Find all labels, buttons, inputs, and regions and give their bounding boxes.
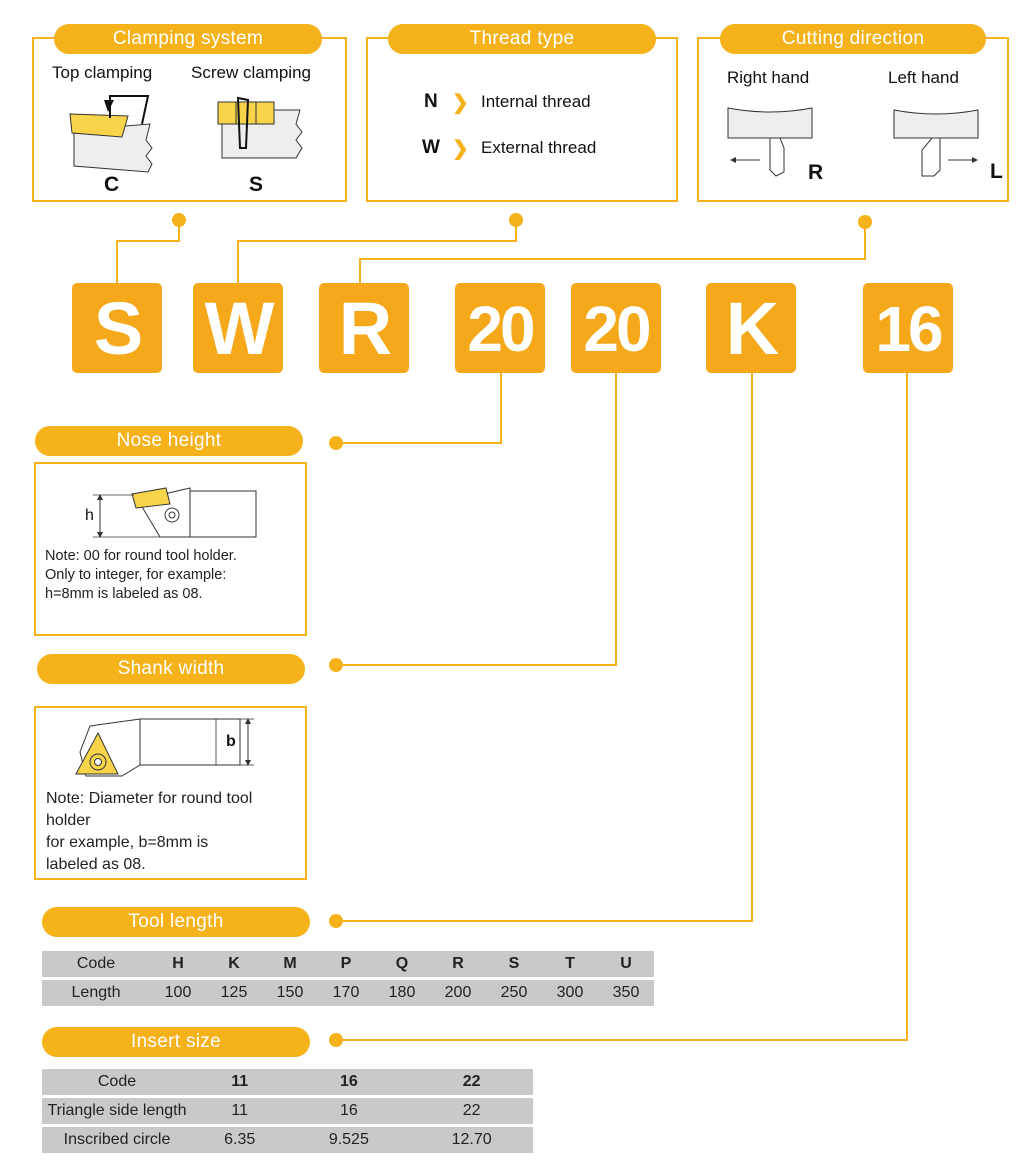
screw-clamping-code: S — [249, 173, 264, 196]
internal-thread-label: Internal thread — [481, 92, 591, 111]
table-row: Code H K M P Q R S T U — [42, 951, 654, 977]
chevron-right-icon: ❯ — [452, 138, 469, 160]
table-cell: 200 — [430, 980, 486, 1006]
note-line: Note: Diameter for round tool — [46, 790, 253, 807]
shank-width-title: Shank width — [37, 654, 305, 684]
code-block-tool-length: K — [706, 283, 796, 373]
thread-type-title: Thread type — [388, 24, 656, 54]
row-label: Triangle side length — [42, 1098, 192, 1124]
tool-length-title: Tool length — [42, 907, 310, 937]
table-cell: 16 — [287, 1098, 411, 1124]
nose-height-box — [34, 462, 307, 636]
note-line: Note: 00 for round tool holder. — [45, 548, 237, 564]
shank-width-note: Note: Diameter for round tool holder for… — [46, 788, 252, 876]
tool-length-table: Code H K M P Q R S T U Length 100 125 15… — [42, 951, 654, 1006]
table-cell: H — [150, 951, 206, 977]
table-cell: 180 — [374, 980, 430, 1006]
table-cell: 9.525 — [287, 1127, 411, 1153]
table-row: Code 11 16 22 — [42, 1069, 533, 1095]
table-cell: T — [542, 951, 598, 977]
table-cell: M — [262, 951, 318, 977]
table-row: Length 100 125 150 170 180 200 250 300 3… — [42, 980, 654, 1006]
code-block-clamping: S — [72, 283, 162, 373]
left-hand-label: Left hand — [888, 68, 959, 87]
table-cell: 16 — [287, 1069, 411, 1095]
right-hand-label: Right hand — [727, 68, 810, 87]
thread-type-box — [366, 37, 678, 202]
table-cell: K — [206, 951, 262, 977]
row-label: Code — [42, 951, 150, 977]
table-cell: 170 — [318, 980, 374, 1006]
note-line: for example, b=8mm is — [46, 834, 209, 851]
table-cell: 22 — [410, 1098, 533, 1124]
right-hand-code: R — [808, 161, 824, 184]
thread-code-n: N — [424, 91, 438, 112]
table-cell: 100 — [150, 980, 206, 1006]
table-cell: 150 — [262, 980, 318, 1006]
code-block-direction: R — [319, 283, 409, 373]
code-block-insert-size: 16 — [863, 283, 953, 373]
code-block-nose-height: 20 — [455, 283, 545, 373]
note-line: h=8mm is labeled as 08. — [45, 586, 203, 602]
code-block-shank-width: 20 — [571, 283, 661, 373]
cutting-direction-title: Cutting direction — [720, 24, 986, 54]
row-label: Inscribed circle — [42, 1127, 192, 1153]
table-cell: 22 — [410, 1069, 533, 1095]
table-cell: P — [318, 951, 374, 977]
screw-clamping-label: Screw clamping — [191, 63, 311, 82]
table-cell: R — [430, 951, 486, 977]
table-row: Triangle side length 11 16 22 — [42, 1098, 533, 1124]
table-cell: 350 — [598, 980, 654, 1006]
nose-height-dim-label: h — [85, 507, 94, 524]
note-line: holder — [46, 812, 91, 829]
clamping-system-title: Clamping system — [54, 24, 322, 54]
code-block-thread: W — [193, 283, 283, 373]
table-cell: Q — [374, 951, 430, 977]
insert-size-title: Insert size — [42, 1027, 310, 1057]
top-clamping-label: Top clamping — [52, 63, 153, 82]
note-line: labeled as 08. — [46, 856, 146, 873]
table-cell: 12.70 — [410, 1127, 533, 1153]
row-label: Code — [42, 1069, 192, 1095]
table-cell: 11 — [192, 1098, 288, 1124]
nose-height-note: Note: 00 for round tool holder. Only to … — [45, 547, 237, 604]
chevron-right-icon: ❯ — [452, 92, 469, 114]
table-cell: 6.35 — [192, 1127, 288, 1153]
table-cell: 300 — [542, 980, 598, 1006]
table-cell: S — [486, 951, 542, 977]
left-hand-code: L — [990, 160, 1003, 183]
row-label: Length — [42, 980, 150, 1006]
note-line: Only to integer, for example: — [45, 567, 227, 583]
table-cell: 125 — [206, 980, 262, 1006]
table-cell: U — [598, 951, 654, 977]
external-thread-label: External thread — [481, 138, 597, 157]
thread-code-w: W — [422, 137, 440, 158]
nose-height-title: Nose height — [35, 426, 303, 456]
table-row: Inscribed circle 6.35 9.525 12.70 — [42, 1127, 533, 1153]
table-cell: 11 — [192, 1069, 288, 1095]
insert-size-table: Code 11 16 22 Triangle side length 11 16… — [42, 1069, 533, 1153]
table-cell: 250 — [486, 980, 542, 1006]
shank-width-dim-label: b — [226, 733, 236, 750]
top-clamping-code: C — [104, 173, 120, 196]
